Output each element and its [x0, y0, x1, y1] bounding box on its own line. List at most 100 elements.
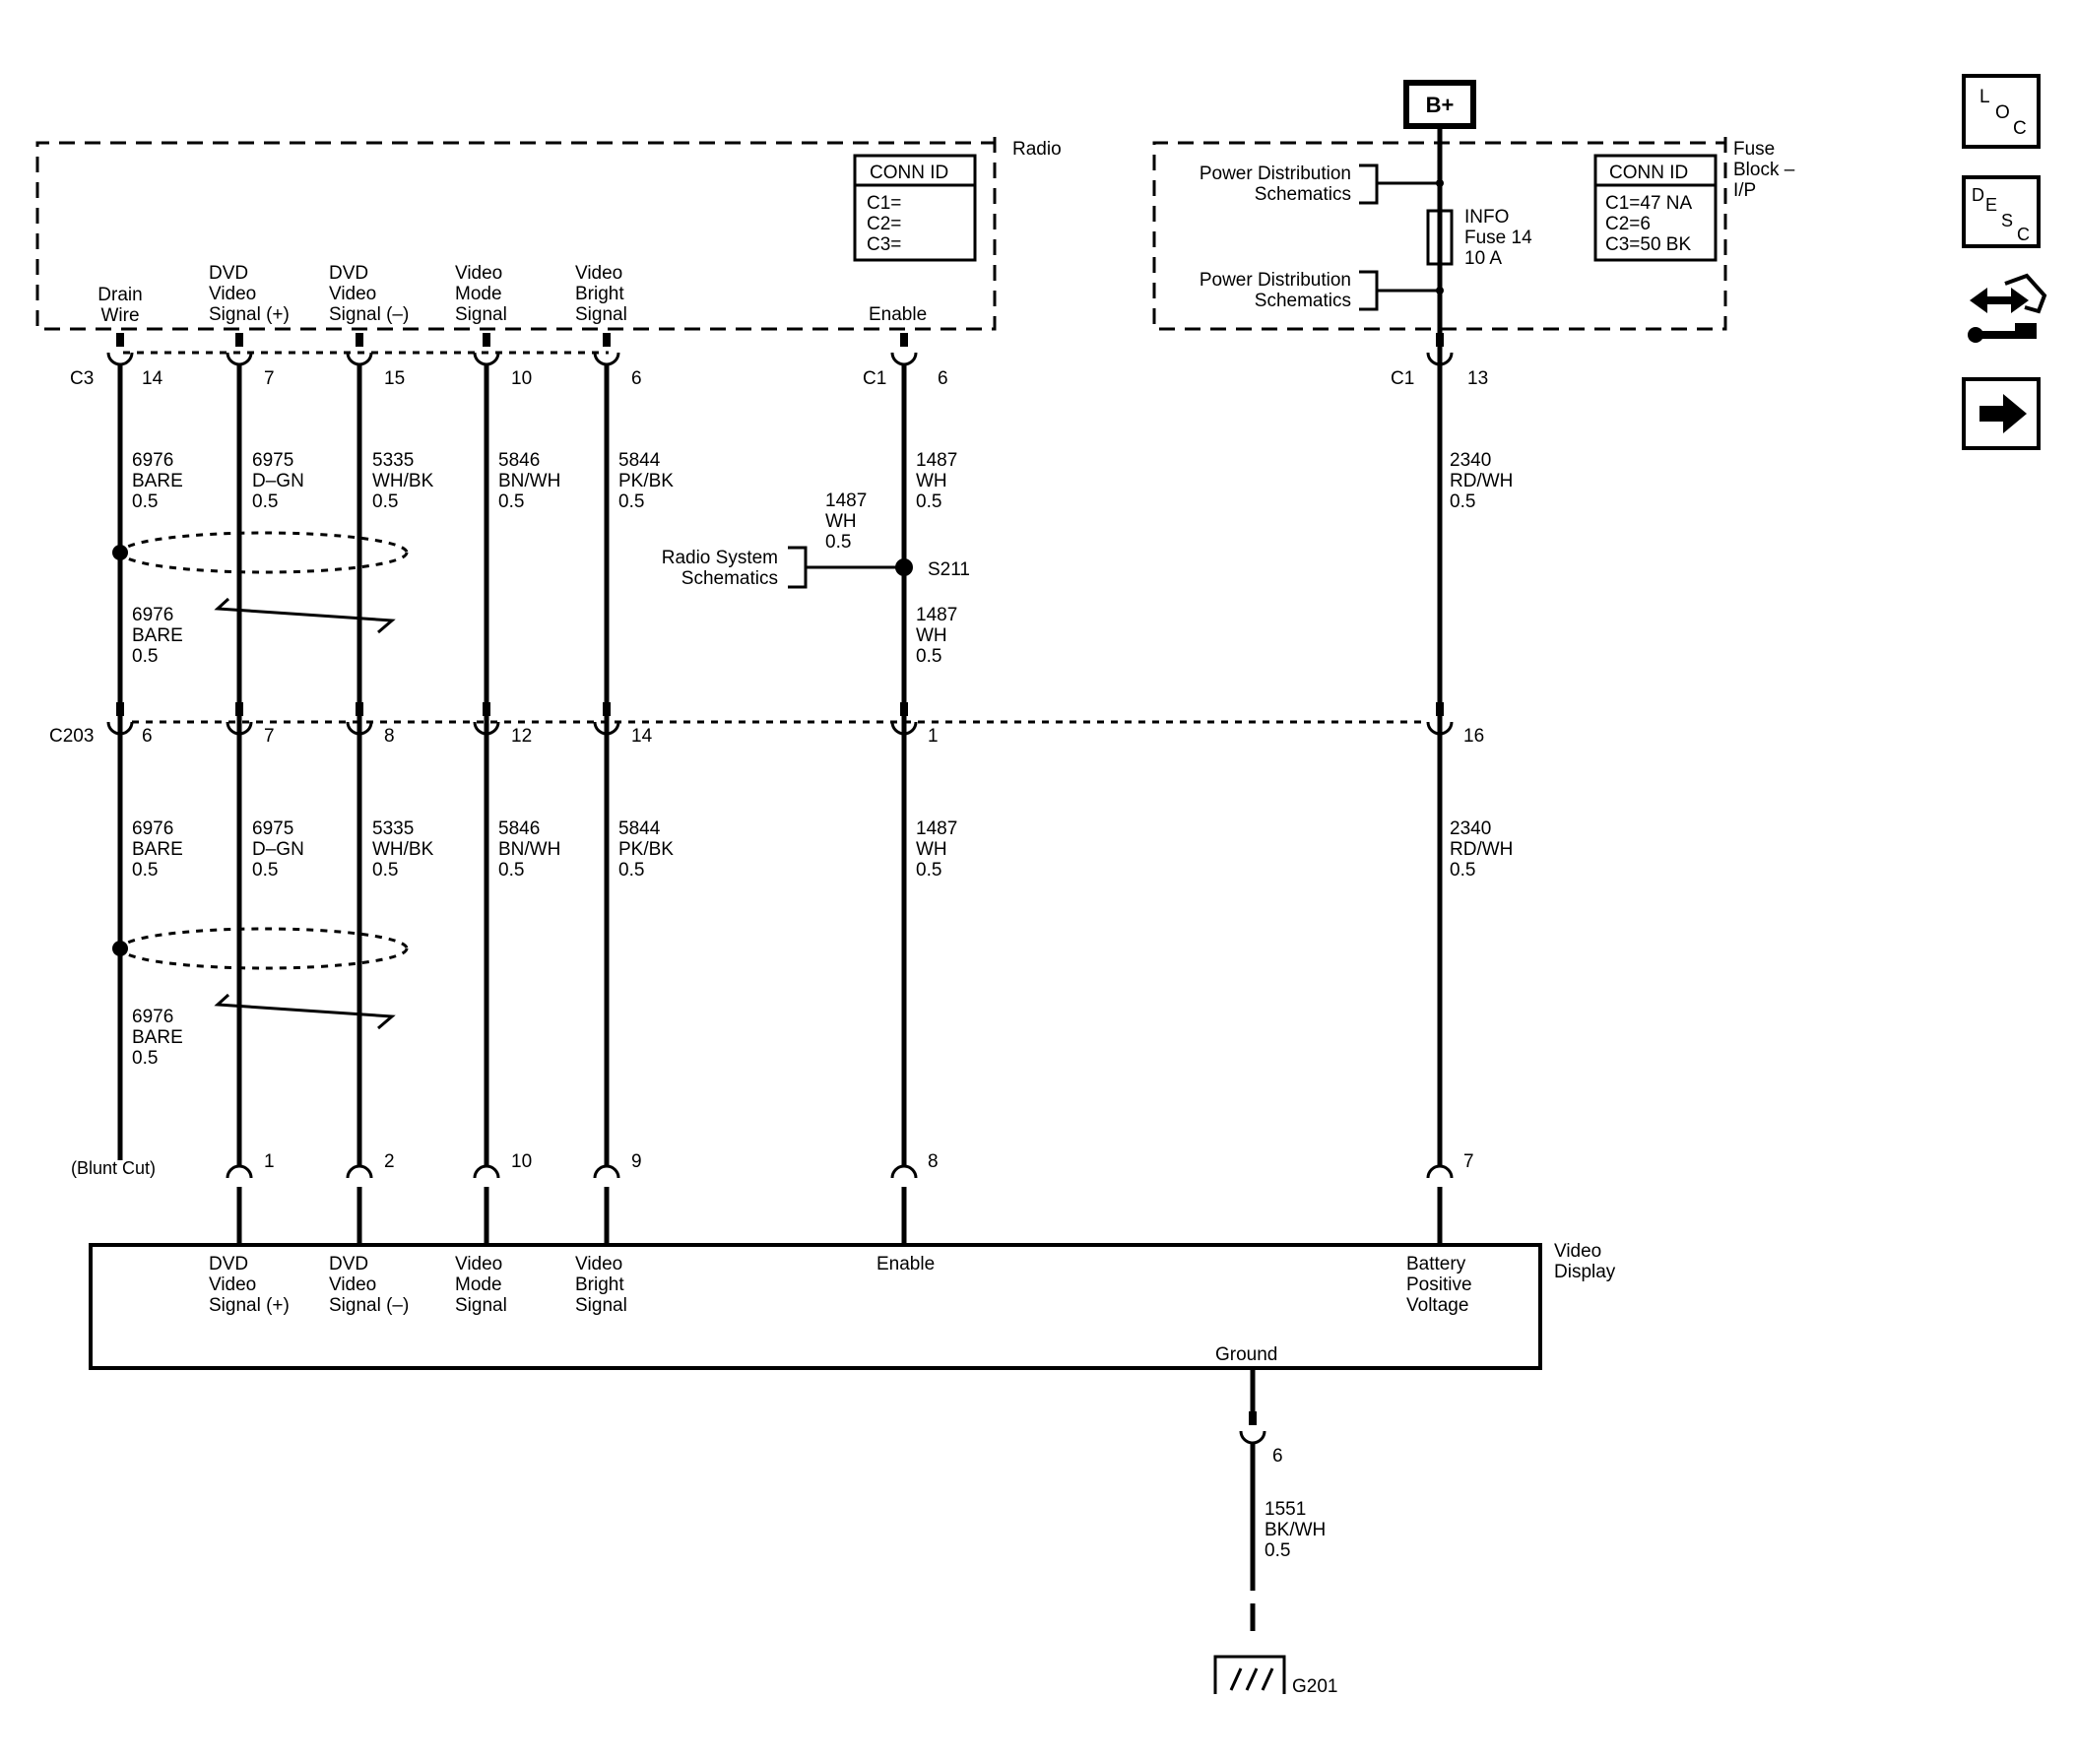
display-label-dvd-neg: Signal (–): [329, 1295, 409, 1316]
radio-signal-labels-left: DVD Video Signal (+) DVD Video Signal (–…: [209, 263, 927, 325]
display-label-mode: Video: [455, 1254, 502, 1274]
wire-label: 0.5: [618, 860, 644, 881]
display-label-battery: Battery: [1406, 1254, 1466, 1274]
radio-label-bright: Bright: [575, 284, 624, 304]
connector-tool-icon[interactable]: [1968, 273, 2047, 343]
wires: [117, 128, 1443, 1243]
display-label-dvd-neg: DVD: [329, 1254, 368, 1274]
wire-label: 0.5: [372, 491, 398, 512]
shield-upper: [112, 531, 409, 634]
upper-wire-labels: 6976 BARE 0.5 6975 D–GN 0.5 5335 WH/BK 0…: [132, 450, 1513, 667]
next-arrow-button[interactable]: [1962, 377, 2041, 450]
pin-number: 1: [928, 726, 939, 747]
radio-conn-id-line: C3=: [867, 234, 901, 255]
fuse-c1-label: C1: [1391, 368, 1414, 389]
shield-lower: [112, 927, 409, 1030]
radio-system-label: Radio System: [662, 548, 778, 568]
power-dist-label: Schematics: [1255, 291, 1351, 311]
wire-label: 6975: [252, 450, 293, 471]
radio-title: Radio: [1012, 139, 1062, 160]
fuse-conn-id-line: C2=6: [1605, 214, 1651, 234]
wire-label: 5844: [618, 818, 661, 839]
wire-label: 0.5: [132, 860, 158, 881]
display-label-dvd-pos: DVD: [209, 1254, 248, 1274]
pin-number: 14: [142, 368, 163, 389]
fuse-conn-id-line: C1=47 NA: [1605, 193, 1693, 214]
wire-label: 1487: [916, 450, 957, 471]
terminal-bright: [593, 352, 620, 366]
wire-label: 6975: [252, 818, 293, 839]
loc-letter: L: [1979, 87, 1990, 107]
radio-terminals: [106, 333, 918, 366]
shield-ellipse: [119, 927, 409, 970]
radio-label-dvd-pos: Video: [209, 284, 256, 304]
display-label-dvd-neg: Video: [329, 1274, 376, 1295]
radio-label-bright: Signal: [575, 304, 627, 325]
pin-number: 7: [264, 368, 275, 389]
b-plus-box: [1403, 80, 1476, 129]
terminal-dvd-pos: [226, 352, 253, 366]
desc-letter: D: [1972, 185, 1984, 205]
desc-button[interactable]: D E S C: [1962, 175, 2041, 248]
pin-number: 13: [1467, 368, 1488, 389]
radio-label-mode: Mode: [455, 284, 502, 304]
fuse-conn-id-title: CONN ID: [1609, 163, 1688, 183]
pin-number: 16: [1463, 726, 1484, 747]
wire-label: PK/BK: [618, 839, 674, 860]
loc-button[interactable]: L O C: [1962, 74, 2041, 149]
wire-label: BARE: [132, 839, 183, 860]
wire-label: 5846: [498, 818, 540, 839]
wire-label: 0.5: [252, 860, 278, 881]
radio-c1-label: C1: [863, 368, 886, 389]
splice-label: S211: [928, 559, 970, 580]
ground-circuit: 6 1551 BK/WH 0.5 G201: [1213, 1370, 1337, 1697]
shield-drain-junction: [112, 941, 128, 956]
radio-signal-labels: Drain Wire: [97, 285, 142, 326]
wire-label: 6976: [132, 605, 173, 625]
power-dist-bracket: [1359, 163, 1379, 205]
wire-label: BARE: [132, 1027, 183, 1048]
wire-label: BN/WH: [498, 839, 560, 860]
radio-outline: [35, 137, 997, 331]
radio-label-bright: Video: [575, 263, 622, 284]
display-label-battery: Positive: [1406, 1274, 1472, 1295]
wire-label: 6976: [132, 818, 173, 839]
radio-label-dvd-pos: Signal (+): [209, 304, 290, 325]
radio-label-drain: Wire: [100, 305, 139, 326]
radio-conn-id-line: C2=: [867, 214, 901, 234]
display-label-enable: Enable: [876, 1254, 935, 1274]
splice-s211: S211 Radio System Schematics: [662, 546, 970, 589]
wire-label: BN/WH: [498, 471, 560, 491]
wire-label: 0.5: [916, 646, 941, 667]
fuse-conn-id-box: CONN ID C1=47 NA C2=6 C3=50 BK: [1593, 154, 1718, 262]
wire-label: 0.5: [1265, 1540, 1290, 1561]
desc-letter: S: [2001, 211, 2013, 230]
radio-c3-label: C3: [70, 368, 94, 389]
wire-label: 0.5: [498, 491, 524, 512]
fuse-label: Fuse 14: [1464, 228, 1532, 248]
fuse-block: B+ Fuse Block – I/P CONN ID C1=47 NA C2=…: [1152, 80, 1795, 389]
video-display: 1 2 10 9 8 7 Video Display DVD Video Sig…: [89, 1151, 1616, 1370]
twisted-pair-symbol: [214, 597, 396, 634]
pin-number: 14: [631, 726, 653, 747]
shield-ellipse: [119, 531, 409, 574]
desc-letter: E: [1985, 195, 1997, 215]
wire-label: 5335: [372, 450, 414, 471]
power-dist-label: Power Distribution: [1200, 163, 1351, 184]
desc-letter: C: [2017, 225, 2030, 244]
wire-label: 5846: [498, 450, 540, 471]
display-label-dvd-pos: Signal (+): [209, 1295, 290, 1316]
wire-label: BARE: [132, 625, 183, 646]
wire-label: 0.5: [132, 646, 158, 667]
radio-label-mode: Video: [455, 263, 502, 284]
wire-label: 6976: [132, 1007, 173, 1027]
wire-label: 0.5: [916, 860, 941, 881]
wire-label: BARE: [132, 471, 183, 491]
wire-label: PK/BK: [618, 471, 674, 491]
wire-label: 0.5: [132, 1048, 158, 1069]
wire-label: D–GN: [252, 471, 304, 491]
c203-connector: C203 6 7 8 12 14 1 16: [49, 702, 1484, 747]
radio-module: Radio CONN ID C1= C2= C3= Drain Wire DVD…: [35, 137, 1062, 389]
radio-label-dvd-neg: Video: [329, 284, 376, 304]
wire-label: 0.5: [1450, 491, 1475, 512]
